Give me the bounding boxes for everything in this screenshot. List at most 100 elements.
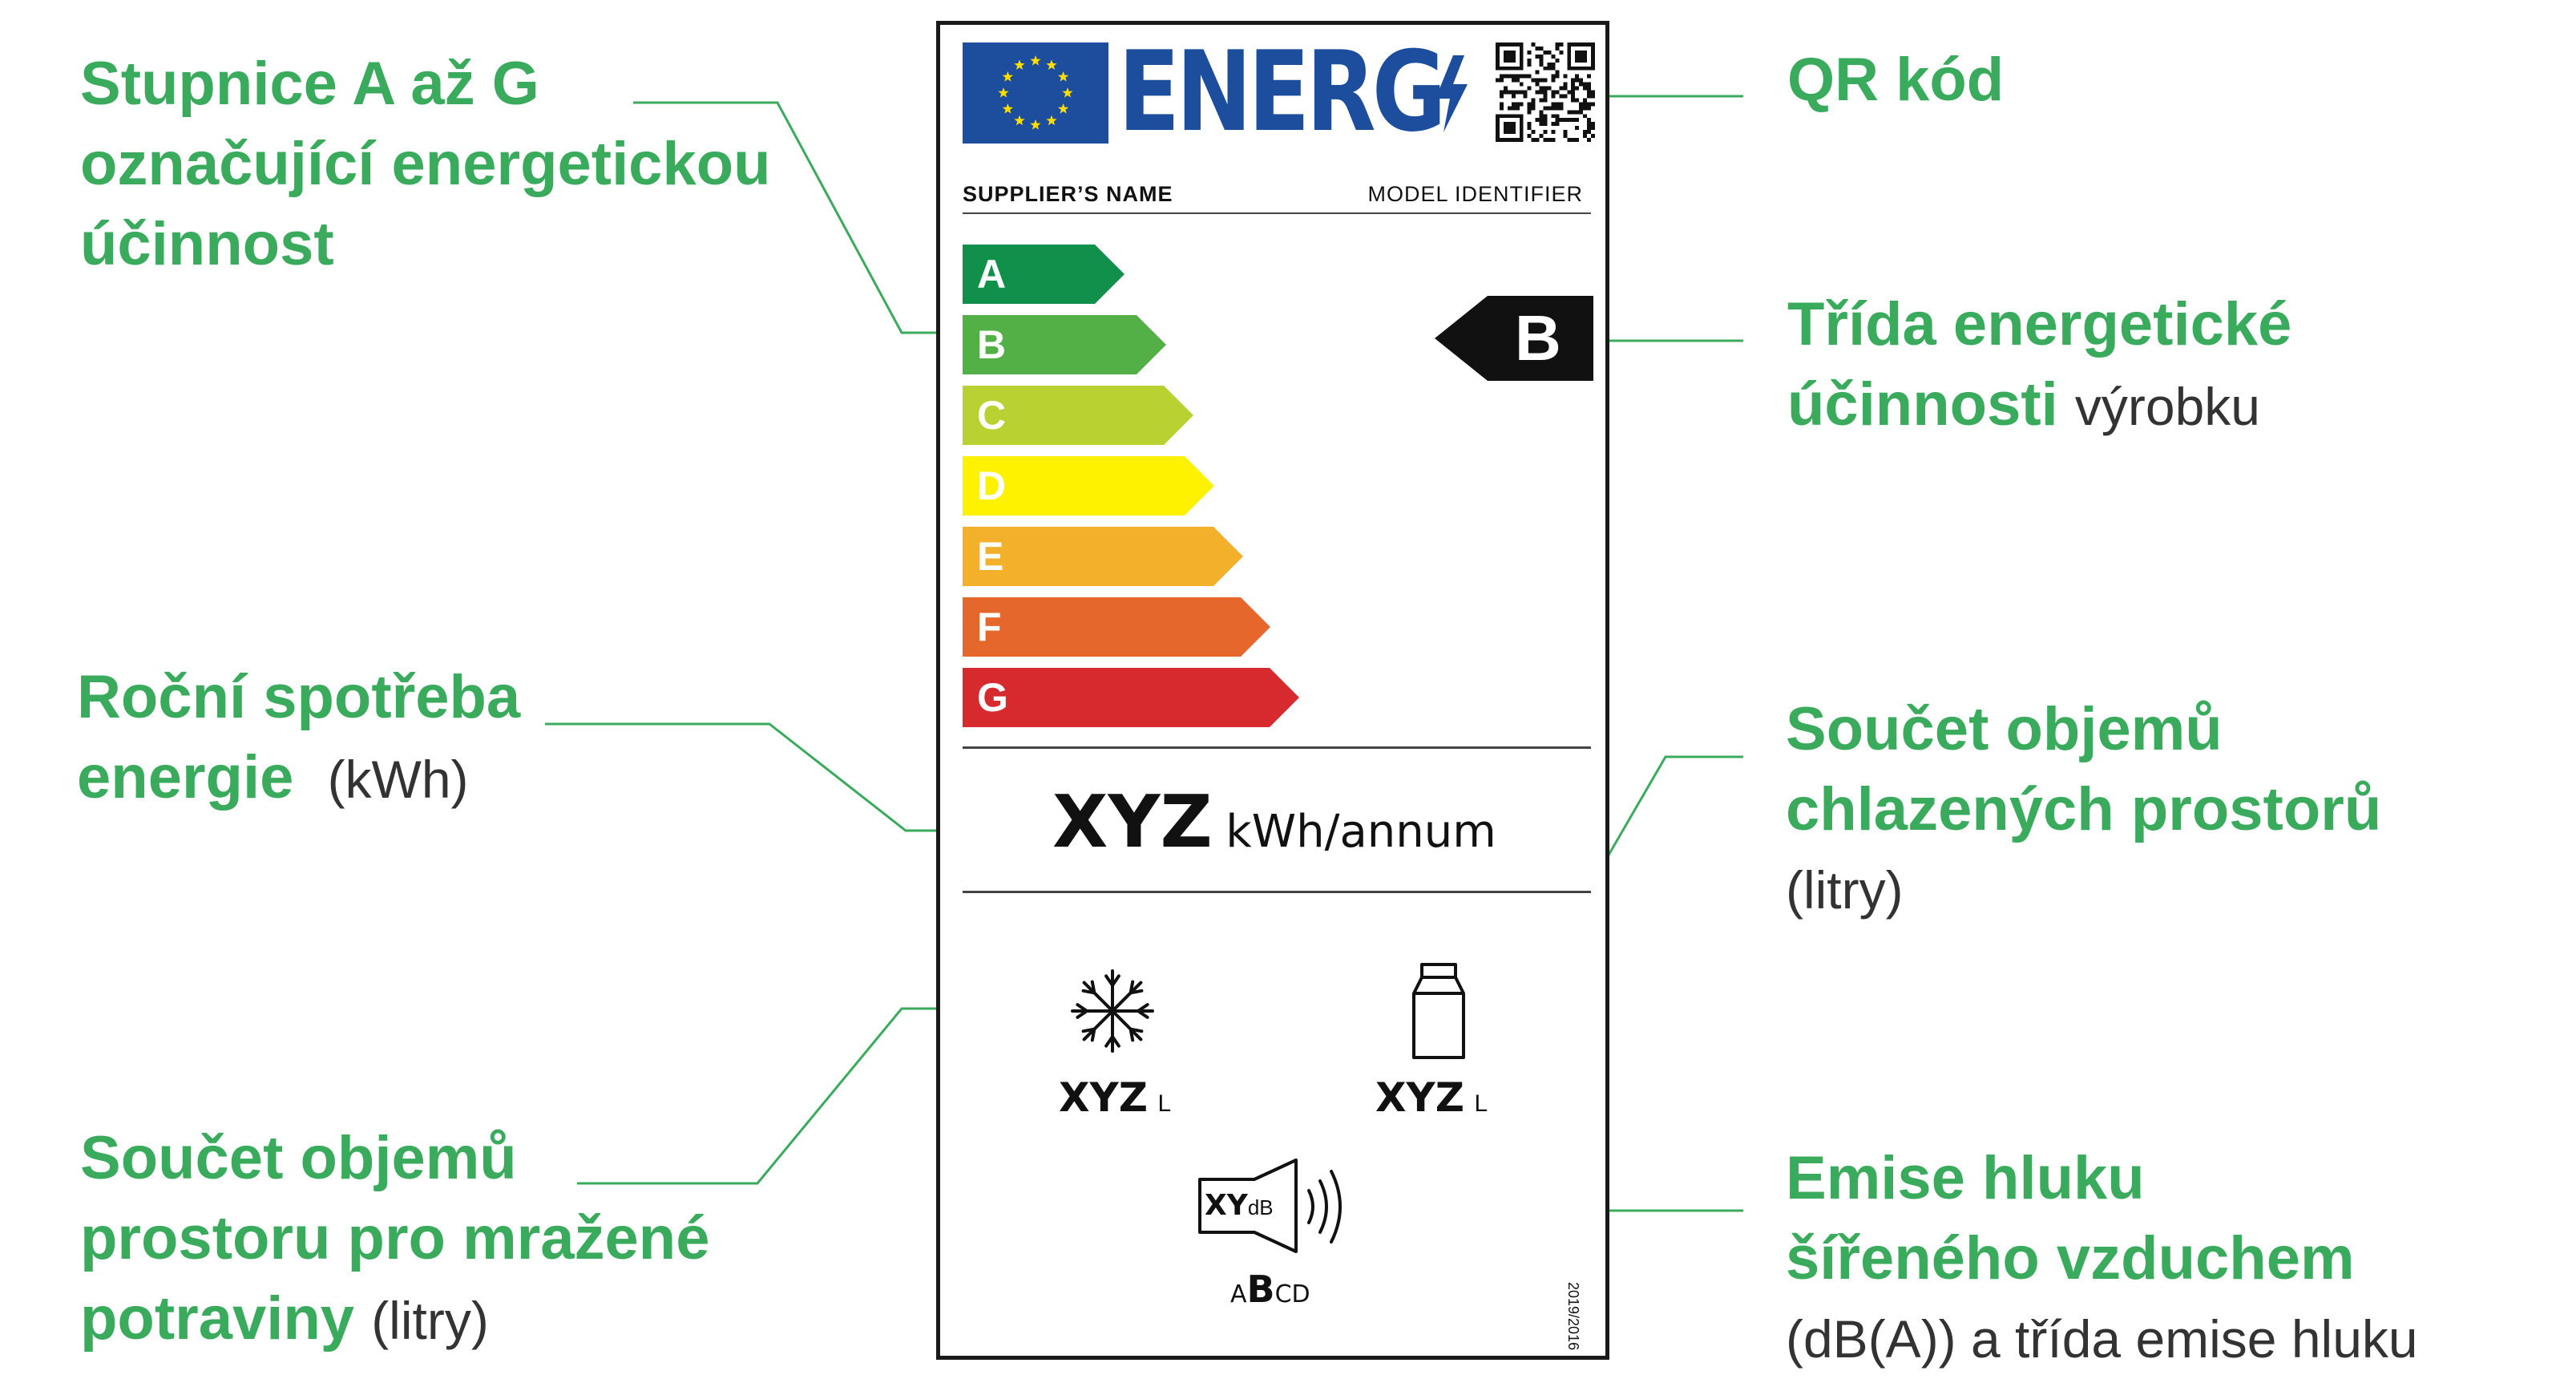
class-bar-b: B	[963, 315, 1166, 374]
qr-cell	[1527, 126, 1532, 131]
noise-value-box: XYdB	[1205, 1186, 1274, 1231]
qr-cell	[1539, 110, 1544, 115]
snowflake-stroke	[1104, 974, 1120, 989]
supplier-name: SUPPLIER’S NAME	[963, 182, 1173, 206]
divider-bottom	[963, 891, 1591, 893]
annotation-energy: Roční spotřeba energie (kWh)	[77, 657, 520, 819]
qr-cell	[1499, 90, 1504, 95]
qr-cell	[1527, 62, 1532, 67]
class-bar-g: G	[963, 668, 1299, 727]
qr-cell	[1539, 62, 1544, 67]
annotation-qr-title: QR kód	[1787, 46, 2005, 114]
qr-cell	[1567, 42, 1572, 71]
freezer-unit: L	[1157, 1090, 1172, 1117]
qr-cell	[1575, 138, 1580, 142]
qr-cell	[1527, 86, 1532, 91]
qr-cell	[1535, 46, 1540, 51]
qr-cell	[1531, 138, 1536, 142]
qr-cell	[1551, 130, 1556, 135]
sound-waves-icon	[1307, 1170, 1342, 1244]
energy-unit: kWh/annum	[1225, 806, 1496, 858]
qr-cell	[1531, 130, 1536, 135]
qr-cell	[1511, 90, 1516, 95]
annotation-scale-line3: účinnost	[80, 210, 334, 278]
qr-cell	[1543, 130, 1548, 135]
fridge-unit: L	[1474, 1090, 1488, 1117]
qr-cell	[1555, 118, 1560, 123]
qr-cell	[1551, 54, 1556, 59]
annotation-freezer-bold: potraviny	[80, 1284, 355, 1353]
qr-cell	[1575, 98, 1580, 103]
qr-cell	[1539, 46, 1544, 51]
qr-cell	[1543, 94, 1548, 99]
annotation-energy-unit: (kWh)	[327, 750, 469, 809]
qr-cell	[1511, 106, 1516, 111]
qr-cell	[1555, 106, 1560, 111]
qr-cell	[1527, 74, 1532, 79]
qr-cell	[1551, 78, 1556, 83]
qr-cell	[1551, 122, 1556, 127]
eu-star	[1057, 71, 1069, 82]
snowflake-stroke	[1111, 1009, 1143, 1041]
model-identifier: MODEL IDENTIFIER	[1367, 182, 1583, 206]
qr-cell	[1539, 58, 1544, 63]
qr-cell	[1527, 134, 1532, 139]
qr-cell	[1499, 74, 1504, 79]
eu-star	[1002, 71, 1014, 82]
energy-label: ENERG SUPPLIER’S NAME MODEL IDENTIFIER A…	[936, 21, 1609, 1360]
qr-cell	[1571, 110, 1576, 115]
qr-cell	[1511, 78, 1516, 83]
qr-cell	[1539, 134, 1544, 139]
eu-flag-icon	[963, 42, 1108, 144]
qr-cell	[1563, 94, 1568, 99]
qr-cell	[1543, 86, 1548, 91]
qr-cell	[1563, 74, 1568, 79]
qr-cell	[1527, 58, 1532, 63]
qr-cell	[1547, 138, 1552, 142]
class-bar-e: E	[963, 527, 1243, 586]
qr-cell	[1583, 114, 1588, 119]
qr-cell	[1539, 122, 1544, 127]
qr-cell	[1496, 66, 1524, 71]
qr-cell	[1551, 102, 1556, 107]
qr-cell	[1555, 90, 1560, 95]
qr-cell	[1496, 114, 1500, 142]
annotation-fridge: Součet objemů chlazených prostorů (litry…	[1786, 690, 2381, 930]
qr-cell	[1531, 78, 1536, 83]
qr-cell	[1583, 134, 1588, 139]
qr-cell	[1579, 110, 1584, 115]
annotation-freezer-unit: (litry)	[371, 1291, 489, 1350]
qr-cell	[1503, 74, 1508, 79]
qr-cell	[1567, 118, 1572, 123]
qr-cell	[1547, 86, 1552, 91]
qr-cell	[1575, 110, 1580, 115]
qr-cell	[1571, 82, 1576, 87]
qr-cell	[1519, 74, 1524, 79]
qr-cell	[1559, 94, 1564, 99]
eu-star	[1062, 87, 1073, 98]
annotation-energy-line2: energie (kWh)	[77, 738, 520, 819]
qr-cell	[1563, 130, 1568, 135]
eu-star	[1014, 59, 1025, 71]
annotation-energy-bold: energie	[77, 743, 294, 811]
annotation-scale-line2: označující energetickou	[80, 130, 771, 198]
qr-cell	[1519, 90, 1524, 95]
qr-cell	[1587, 74, 1592, 79]
qr-cell	[1535, 90, 1540, 95]
qr-cell	[1543, 50, 1548, 55]
qr-cell	[1531, 42, 1536, 47]
annotation-fridge-line2: chlazených prostorů	[1786, 775, 2382, 843]
qr-cell	[1503, 122, 1516, 135]
annotation-noise-line1: Emise hluku	[1786, 1144, 2145, 1212]
qr-cell	[1523, 90, 1528, 95]
snowflake-stroke	[1129, 980, 1144, 995]
noise-unit: dB	[1247, 1195, 1274, 1219]
qr-cell	[1499, 94, 1504, 99]
qr-cell	[1587, 130, 1592, 135]
qr-cell	[1571, 78, 1576, 83]
annotation-class-bold: účinnosti	[1787, 370, 2058, 439]
qr-cell	[1583, 86, 1588, 91]
qr-cell	[1551, 106, 1556, 111]
qr-cell	[1539, 86, 1544, 91]
qr-cell	[1555, 70, 1560, 75]
